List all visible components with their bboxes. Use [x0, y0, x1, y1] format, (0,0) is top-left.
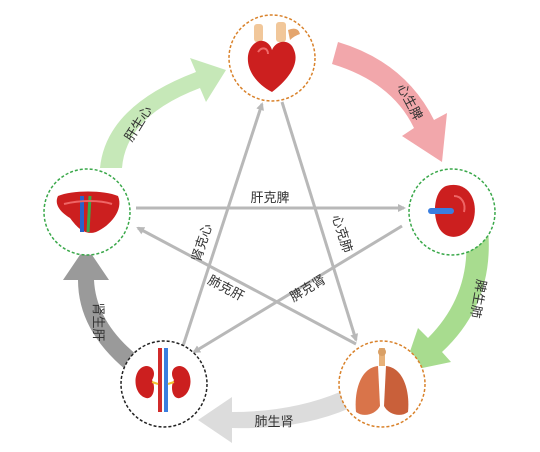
- label-lung-generates-kidney: 肺生肾: [254, 415, 293, 430]
- lung-node: [338, 340, 426, 428]
- heart-icon: [247, 22, 300, 92]
- label-liver-restrains-spleen: 肝克脾: [250, 191, 289, 206]
- label-spleen-generates-lung: 脾生肺: [467, 278, 489, 319]
- generating-arrow-kidney-liver: [63, 246, 138, 370]
- label-lung-restrains-liver: 肺克肝: [205, 273, 246, 305]
- label-heart-restrains-lung: 心克肺: [328, 213, 354, 255]
- generating-arrow-liver-heart: [100, 58, 226, 168]
- restraining-line-heart-lung: [280, 101, 359, 342]
- liver-node: [43, 168, 131, 256]
- restraining-line-kidney-heart: [181, 102, 264, 347]
- spleen-icon: [428, 184, 475, 237]
- liver-icon: [56, 191, 120, 233]
- restraining-line-lung-liver: [136, 226, 357, 346]
- restraining-line-spleen-kidney: [192, 224, 403, 354]
- generating-arrow-heart-spleen: [332, 42, 447, 162]
- lung-icon: [355, 348, 409, 415]
- restraining-star: [136, 101, 406, 354]
- spleen-node: [408, 168, 496, 256]
- kidney-node: [120, 340, 208, 428]
- generating-arrow-lung-kidney: [198, 392, 350, 443]
- heart-node: [228, 14, 316, 102]
- kidney-icon: [135, 348, 191, 412]
- generating-arrow-spleen-lung: [403, 220, 489, 372]
- label-kidney-generates-liver: 肾生肝: [90, 302, 105, 341]
- label-spleen-restrains-kidney: 脾克肾: [288, 273, 329, 306]
